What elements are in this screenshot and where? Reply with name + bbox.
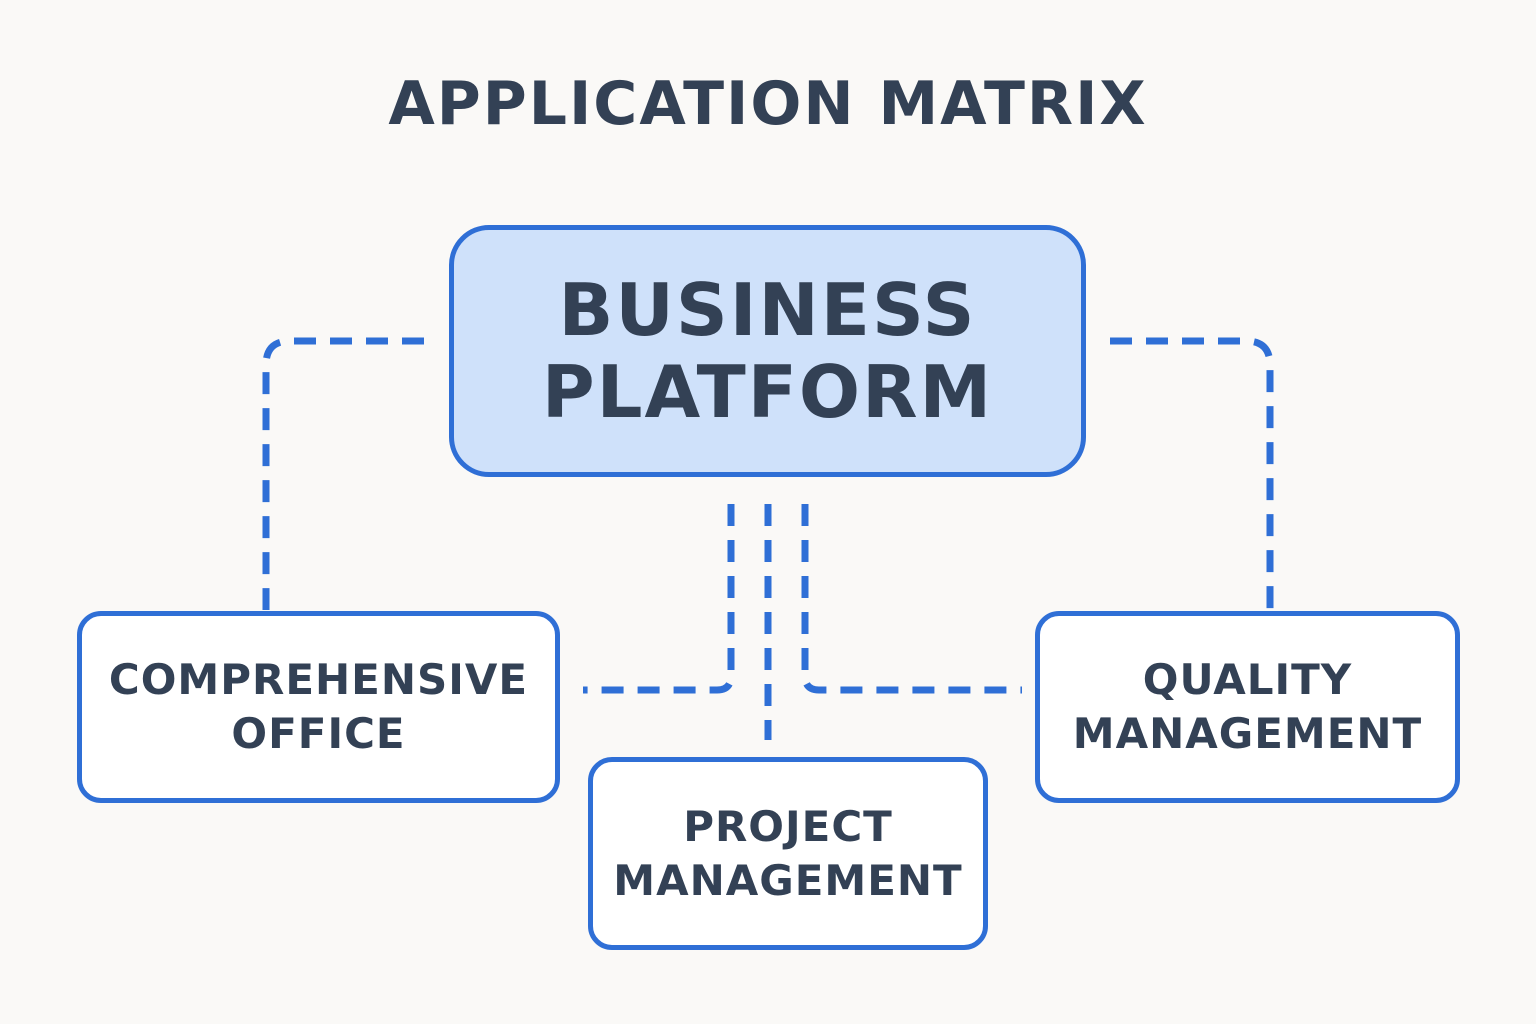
edge-main-to-quality-inner [801, 504, 1022, 694]
node-quality-management: QUALITY MANAGEMENT [1035, 611, 1460, 803]
node-project-management: PROJECT MANAGEMENT [588, 757, 988, 950]
node-label-line: PROJECT [683, 801, 893, 851]
node-label-line: MANAGEMENT [613, 855, 963, 905]
node-label-line: OFFICE [231, 709, 406, 758]
node-label-line: QUALITY [1142, 655, 1353, 704]
node-business-platform: BUSINESS PLATFORM [449, 225, 1086, 477]
node-label-line: COMPREHENSIVE [108, 655, 529, 704]
node-label-line: PLATFORM [541, 350, 994, 434]
node-comprehensive-office: COMPREHENSIVE OFFICE [77, 611, 560, 803]
edge-main-to-office-inner [583, 504, 735, 694]
edge-main-to-office-outer [262, 337, 424, 610]
diagram-title: APPLICATION MATRIX [388, 69, 1148, 139]
node-label-line: BUSINESS [558, 268, 977, 352]
node-label-line: MANAGEMENT [1072, 709, 1423, 758]
edge-main-to-quality-outer [1110, 337, 1274, 610]
